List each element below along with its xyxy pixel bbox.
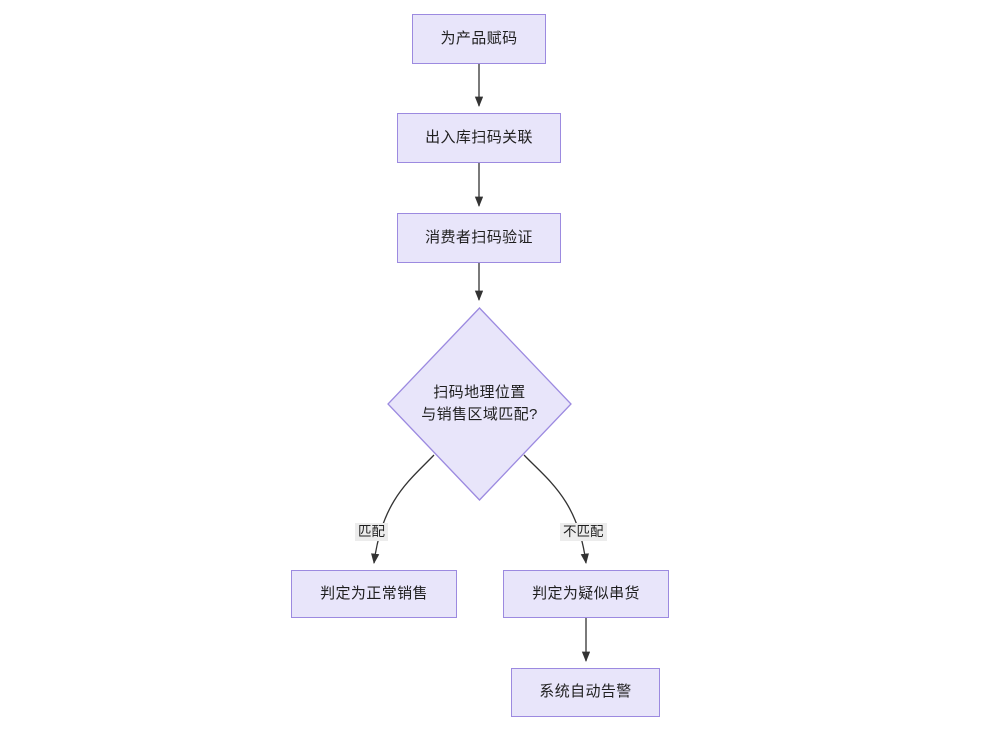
edge-label-no-match: 不匹配 xyxy=(560,523,607,541)
node-label: 消费者扫码验证 xyxy=(425,228,533,246)
node-label-block: 扫码地理位置 与销售区域匹配? xyxy=(421,382,538,427)
node-label: 判定为正常销售 xyxy=(320,584,428,602)
node-label-line1: 扫码地理位置 xyxy=(433,383,526,401)
node-warehouse-scan-link[interactable]: 出入库扫码关联 xyxy=(397,113,561,163)
edge-n4-n6 xyxy=(523,454,589,565)
edge-label-text: 不匹配 xyxy=(563,524,604,539)
diamond-shape xyxy=(387,307,572,501)
node-suspected-diversion[interactable]: 判定为疑似串货 xyxy=(503,570,669,618)
node-label: 系统自动告警 xyxy=(539,683,632,701)
edge-label-match: 匹配 xyxy=(355,523,388,541)
node-label: 判定为疑似串货 xyxy=(532,584,640,602)
edge-n4-n5 xyxy=(371,454,435,565)
node-system-auto-alarm[interactable]: 系统自动告警 xyxy=(511,668,660,717)
node-location-match-decision[interactable]: 扫码地理位置 与销售区域匹配? xyxy=(387,307,572,501)
node-label-line2: 与销售区域匹配? xyxy=(421,406,538,423)
node-normal-sale[interactable]: 判定为正常销售 xyxy=(291,570,457,618)
node-consumer-scan-verify[interactable]: 消费者扫码验证 xyxy=(397,213,561,263)
node-assign-code[interactable]: 为产品赋码 xyxy=(412,14,546,64)
node-label: 出入库扫码关联 xyxy=(425,128,533,146)
node-label: 为产品赋码 xyxy=(440,29,518,47)
edge-label-text: 匹配 xyxy=(358,524,385,539)
